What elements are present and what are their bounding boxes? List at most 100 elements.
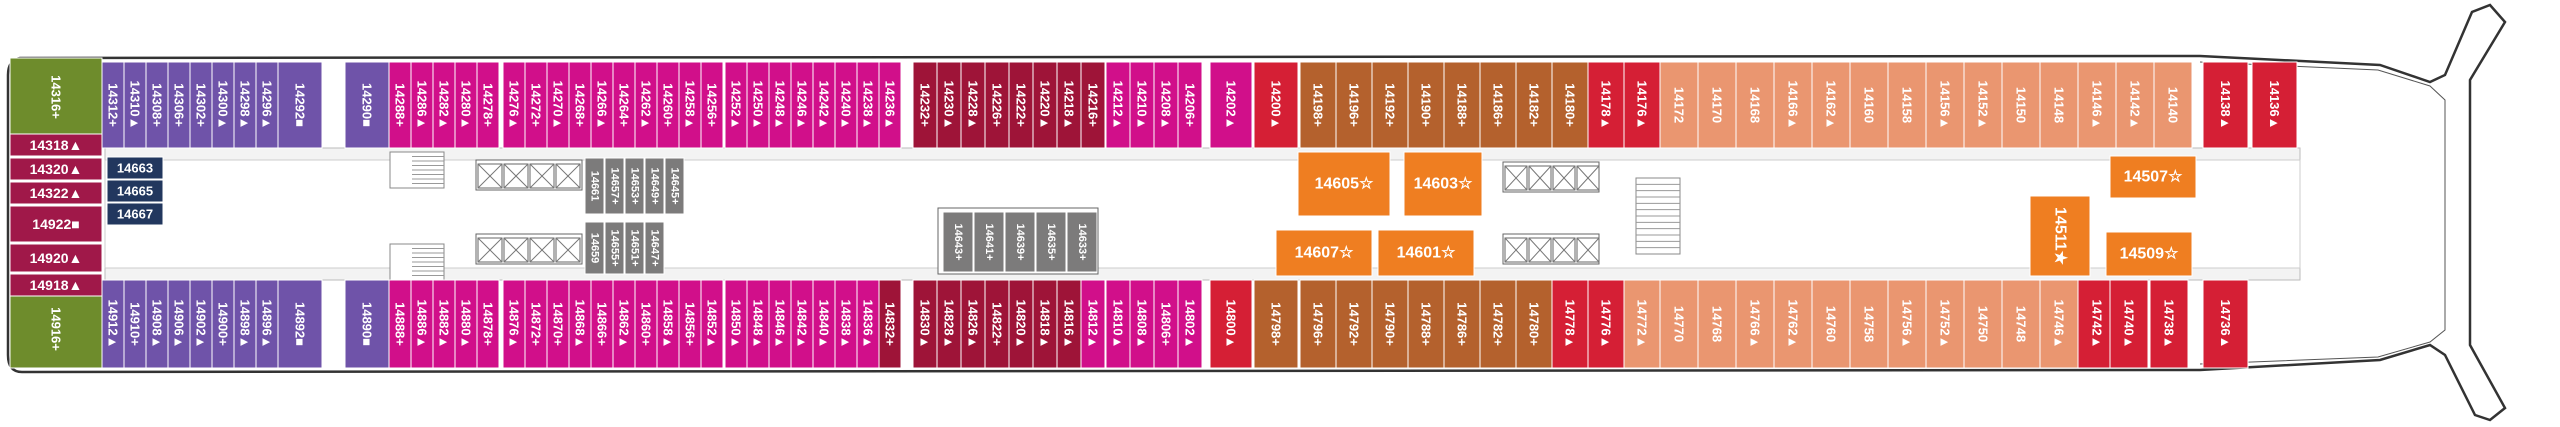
cabin-14220[interactable]: 14220▲ [1032, 61, 1058, 149]
cabin-14641[interactable]: 14641+ [973, 211, 1005, 273]
cabin-14186[interactable]: 14186+ [1479, 61, 1517, 149]
cabin-14240[interactable]: 14240▲ [834, 61, 858, 149]
cabin-14916[interactable]: 14916+ [9, 289, 103, 369]
cabin-14852[interactable]: 14852▲ [700, 279, 724, 369]
cabin-14156[interactable]: 14156▲ [1925, 61, 1965, 149]
cabin-14802[interactable]: 14802▲ [1177, 279, 1203, 369]
cabin-14216[interactable]: 14216+ [1080, 61, 1106, 149]
cabin-14286[interactable]: 14286▲ [410, 61, 434, 149]
cabin-14796[interactable]: 14796+ [1299, 279, 1337, 369]
cabin-14296[interactable]: 14296▲ [255, 61, 279, 149]
cabin-14790[interactable]: 14790+ [1371, 279, 1409, 369]
cabin-14138[interactable]: 14138▲ [2202, 61, 2249, 149]
cabin-14748[interactable]: 14748 [2001, 279, 2041, 369]
cabin-14910[interactable]: 14910+ [123, 279, 147, 369]
cabin-14158[interactable]: 14158 [1887, 61, 1927, 149]
cabin-14242[interactable]: 14242▲ [812, 61, 836, 149]
cabin-14170[interactable]: 14170 [1697, 61, 1737, 149]
cabin-14912[interactable]: 14912▲ [101, 279, 125, 369]
cabin-14258[interactable]: 14258▲ [678, 61, 702, 149]
cabin-14212[interactable]: 14212▲ [1105, 61, 1131, 149]
cabin-14507[interactable]: 14507☆ [2109, 155, 2197, 199]
cabin-14776[interactable]: 14776▲ [1587, 279, 1625, 369]
cabin-14838[interactable]: 14838▲ [834, 279, 858, 369]
cabin-14760[interactable]: 14760 [1811, 279, 1851, 369]
cabin-14868[interactable]: 14868▲ [568, 279, 592, 369]
cabin-14856[interactable]: 14856+ [678, 279, 702, 369]
cabin-14812[interactable]: 14812▲ [1080, 279, 1106, 369]
cabin-14306[interactable]: 14306+ [167, 61, 191, 149]
cabin-14665[interactable]: 14665 [106, 179, 164, 203]
cabin-14312[interactable]: 14312+ [101, 61, 125, 149]
cabin-14162[interactable]: 14162▲ [1811, 61, 1851, 149]
cabin-14202[interactable]: 14202▲ [1209, 61, 1253, 149]
cabin-14607[interactable]: 14607☆ [1275, 229, 1373, 277]
cabin-14310[interactable]: 14310▲ [123, 61, 147, 149]
cabin-14302[interactable]: 14302+ [189, 61, 213, 149]
cabin-14906[interactable]: 14906▲ [167, 279, 191, 369]
cabin-14846[interactable]: 14846▲ [768, 279, 792, 369]
cabin-14657[interactable]: 14657+ [604, 157, 625, 215]
cabin-14780[interactable]: 14780+ [1515, 279, 1553, 369]
cabin-14178[interactable]: 14178▲ [1587, 61, 1625, 149]
cabin-14248[interactable]: 14248▲ [768, 61, 792, 149]
cabin-14840[interactable]: 14840▲ [812, 279, 836, 369]
cabin-14882[interactable]: 14882▲ [432, 279, 456, 369]
cabin-14900[interactable]: 14900+ [211, 279, 235, 369]
cabin-14922[interactable]: 14922■ [9, 205, 103, 243]
cabin-14806[interactable]: 14806+ [1153, 279, 1179, 369]
cabin-14256[interactable]: 14256+ [700, 61, 724, 149]
cabin-14188[interactable]: 14188+ [1443, 61, 1481, 149]
cabin-14182[interactable]: 14182+ [1515, 61, 1553, 149]
cabin-14260[interactable]: 14260+ [656, 61, 680, 149]
cabin-14230[interactable]: 14230▲ [936, 61, 962, 149]
cabin-14738[interactable]: 14738▲ [2149, 279, 2189, 369]
cabin-14172[interactable]: 14172 [1659, 61, 1699, 149]
cabin-14266[interactable]: 14266▲ [590, 61, 614, 149]
cabin-14180[interactable]: 14180+ [1551, 61, 1589, 149]
cabin-14228[interactable]: 14228▲ [960, 61, 986, 149]
cabin-14250[interactable]: 14250▲ [746, 61, 770, 149]
cabin-14298[interactable]: 14298▲ [233, 61, 257, 149]
cabin-14816[interactable]: 14816▲ [1056, 279, 1082, 369]
cabin-14752[interactable]: 14752▲ [1925, 279, 1965, 369]
cabin-14262[interactable]: 14262▲ [634, 61, 658, 149]
cabin-14208[interactable]: 14208▲ [1153, 61, 1179, 149]
cabin-14663[interactable]: 14663 [106, 156, 164, 180]
cabin-14842[interactable]: 14842▲ [790, 279, 814, 369]
cabin-14918[interactable]: 14918▲ [9, 273, 103, 297]
cabin-14746[interactable]: 14746▲ [2039, 279, 2079, 369]
cabin-14280[interactable]: 14280▲ [454, 61, 478, 149]
cabin-14740[interactable]: 14740▲ [2109, 279, 2149, 369]
cabin-14750[interactable]: 14750 [1963, 279, 2003, 369]
cabin-14647[interactable]: 14647+ [644, 221, 665, 275]
cabin-14798[interactable]: 14798+ [1253, 279, 1299, 369]
cabin-14236[interactable]: 14236▲ [878, 61, 902, 149]
cabin-14272[interactable]: 14272+ [524, 61, 548, 149]
cabin-14246[interactable]: 14246▲ [790, 61, 814, 149]
cabin-14511[interactable]: 14511★ [2029, 195, 2091, 277]
cabin-14136[interactable]: 14136▲ [2251, 61, 2298, 149]
cabin-14168[interactable]: 14168 [1735, 61, 1775, 149]
cabin-14860[interactable]: 14860+ [634, 279, 658, 369]
cabin-14886[interactable]: 14886▲ [410, 279, 434, 369]
cabin-14140[interactable]: 14140 [2153, 61, 2193, 149]
cabin-14898[interactable]: 14898▲ [233, 279, 257, 369]
cabin-14238[interactable]: 14238▲ [856, 61, 880, 149]
cabin-14768[interactable]: 14768 [1697, 279, 1737, 369]
cabin-14643[interactable]: 14643+ [942, 211, 974, 273]
cabin-14603[interactable]: 14603☆ [1403, 151, 1483, 217]
cabin-14766[interactable]: 14766▲ [1735, 279, 1775, 369]
cabin-14290[interactable]: 14290■ [344, 61, 390, 149]
cabin-14276[interactable]: 14276▲ [502, 61, 526, 149]
cabin-14800[interactable]: 14800▲ [1209, 279, 1253, 369]
cabin-14605[interactable]: 14605☆ [1297, 151, 1391, 217]
cabin-14300[interactable]: 14300▲ [211, 61, 235, 149]
cabin-14146[interactable]: 14146▲ [2077, 61, 2117, 149]
cabin-14850[interactable]: 14850▲ [724, 279, 748, 369]
cabin-14210[interactable]: 14210▲ [1129, 61, 1155, 149]
cabin-14270[interactable]: 14270▲ [546, 61, 570, 149]
cabin-14218[interactable]: 14218▲ [1056, 61, 1082, 149]
cabin-14782[interactable]: 14782+ [1479, 279, 1517, 369]
cabin-14150[interactable]: 14150 [2001, 61, 2041, 149]
